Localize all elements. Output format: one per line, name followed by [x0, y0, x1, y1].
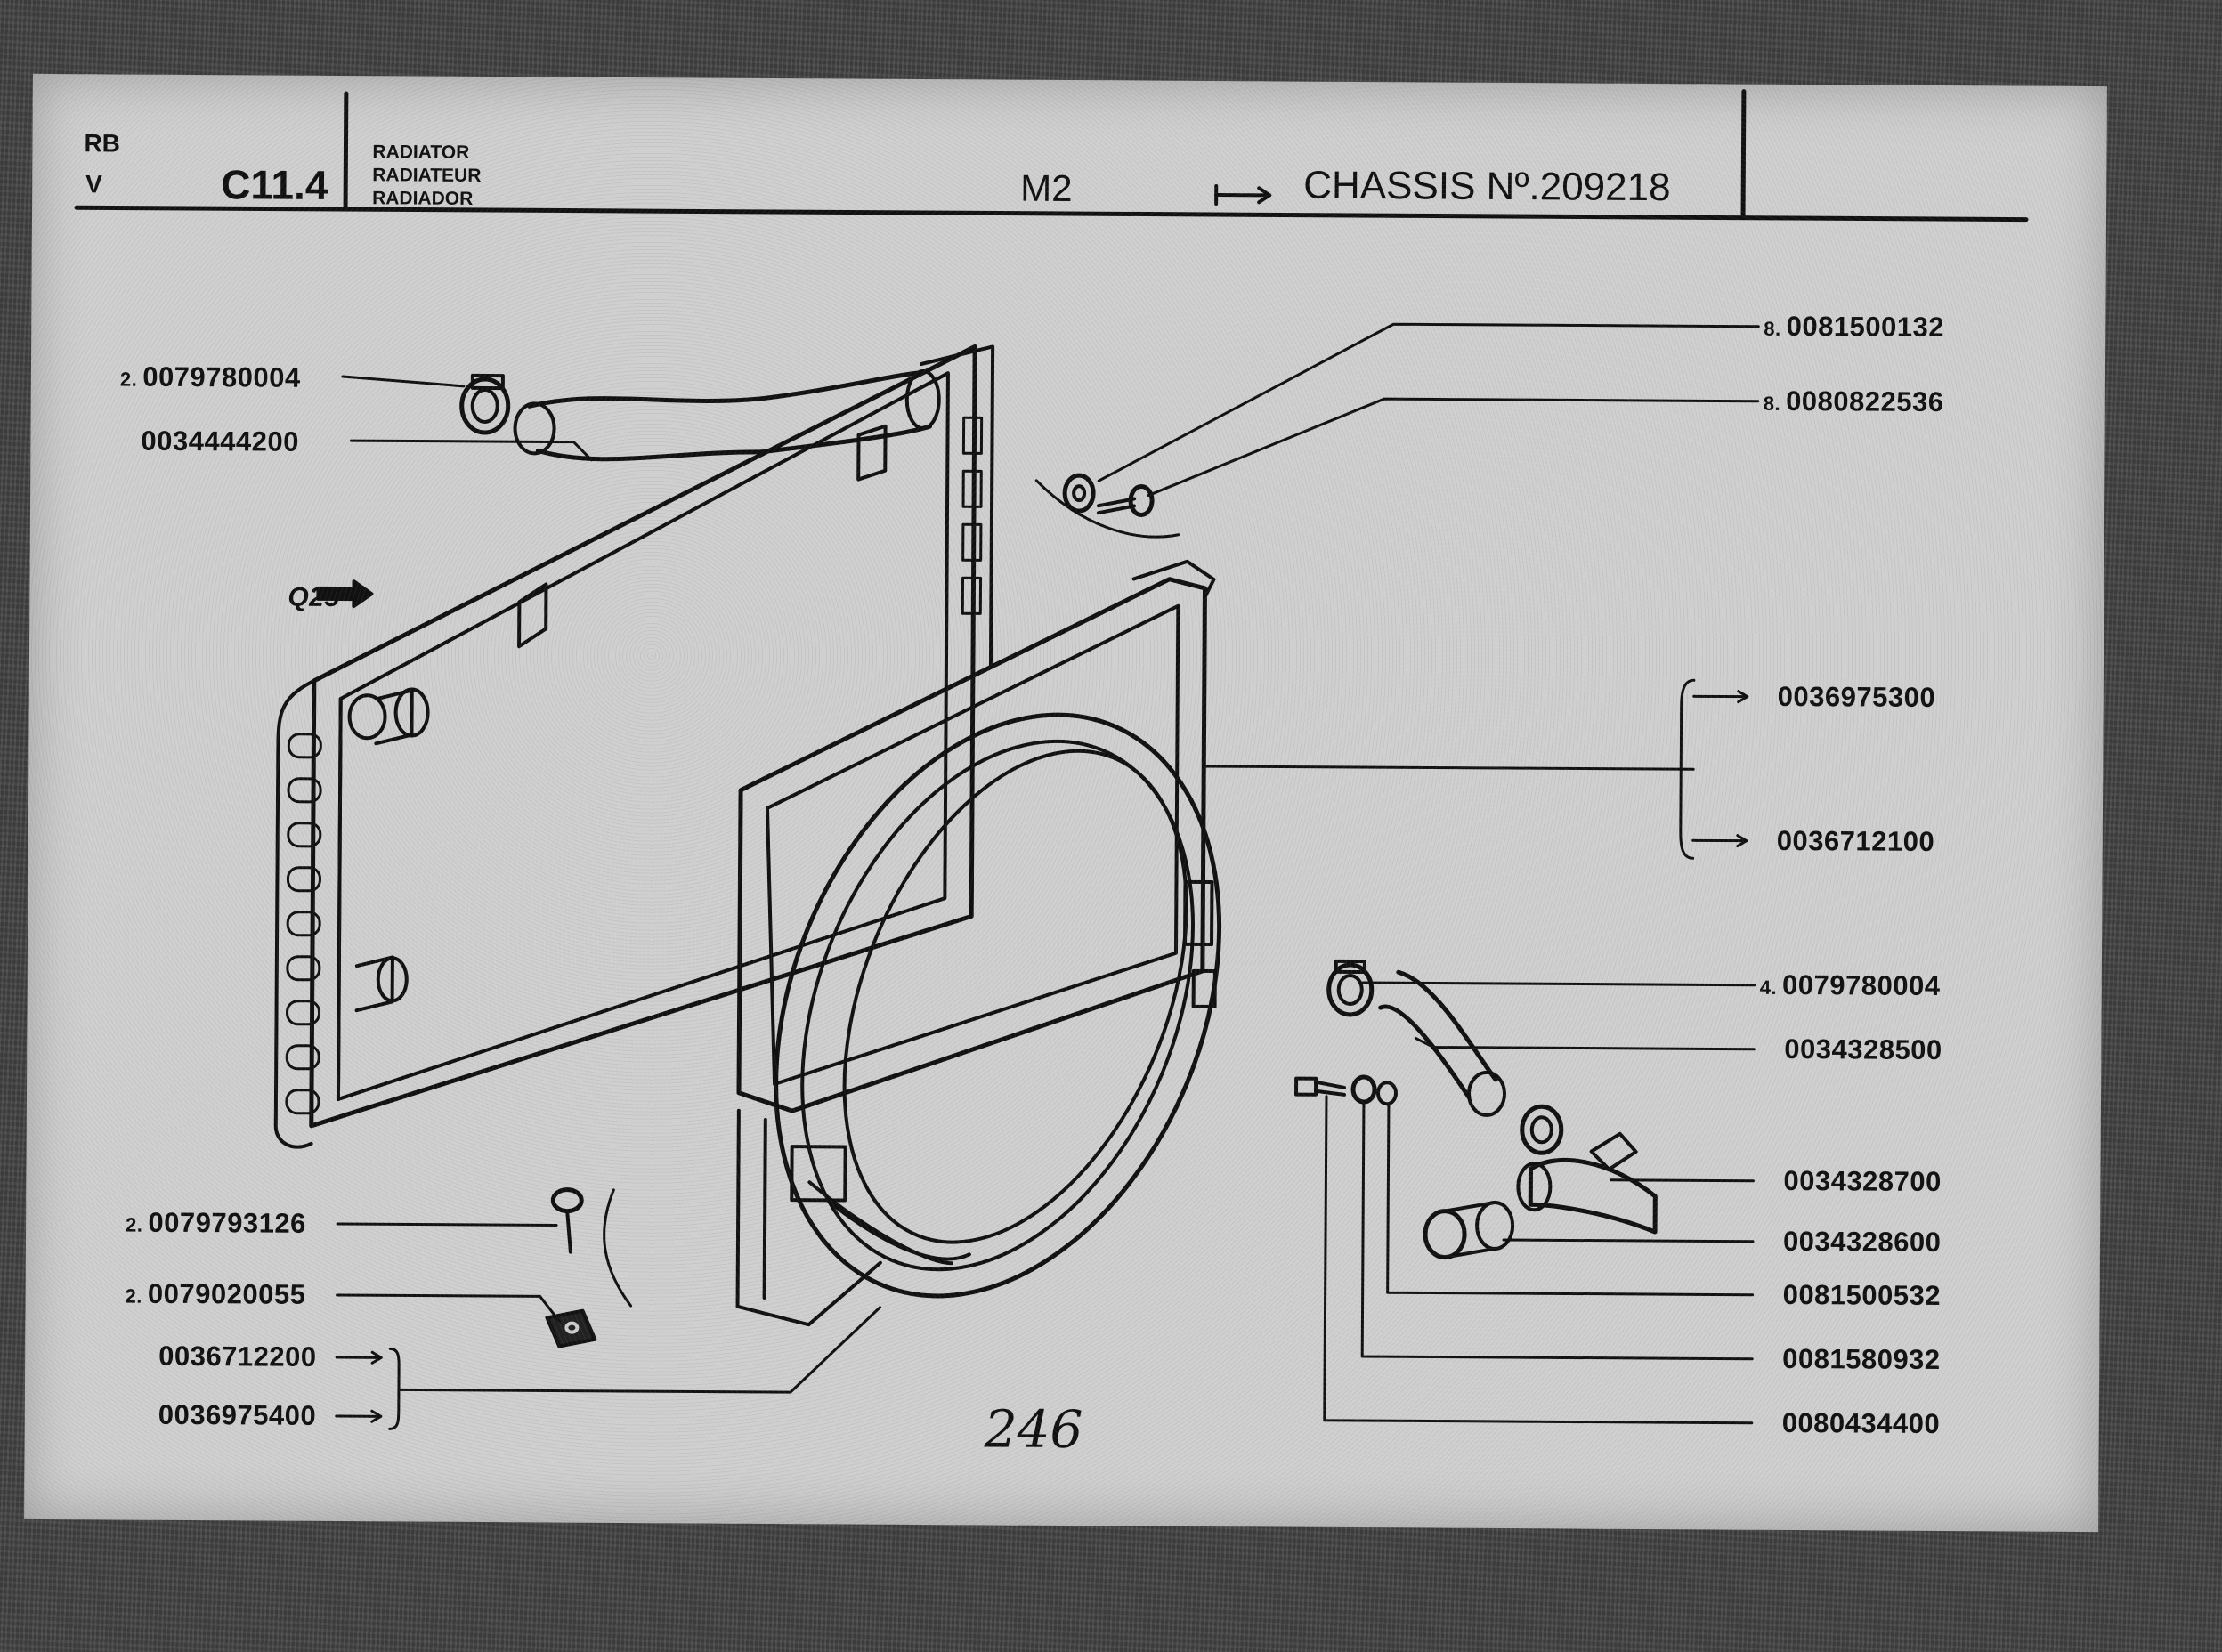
exploded-view-drawing	[74, 89, 2029, 1430]
part-number: 0079780004	[1782, 968, 1941, 1002]
part-label-fan-ring-b: 0036975400	[153, 1399, 317, 1432]
part-qty: 8.	[1764, 317, 1781, 340]
part-number: 0034328700	[1783, 1164, 1942, 1198]
part-number: 0079780004	[142, 360, 301, 393]
thermostat-housing-icon	[1516, 1131, 1658, 1235]
part-qty: 8.	[1763, 392, 1781, 415]
parts-catalog-sheet: RB V C11.4 RADIATOR RADIATEUR RADIADOR M…	[24, 73, 2107, 1533]
part-label-upper-hose: 0034444200	[135, 425, 299, 458]
part-label-lower-hose: 0034328500	[1779, 1033, 1942, 1066]
part-label-washer: 8.0081500132	[1764, 311, 1944, 344]
part-label-bolt: 0080434400	[1777, 1407, 1941, 1440]
shroud-edge-curve	[1034, 479, 1180, 539]
part-qty: 2.	[125, 1284, 143, 1308]
part-number: 0079793126	[148, 1206, 306, 1239]
chassis-arrow-icon	[1214, 184, 1272, 206]
lower-clamp-icon	[1326, 959, 1375, 1017]
shroud-lower-curve	[603, 1188, 633, 1308]
upper-hose-icon	[513, 369, 941, 462]
part-qty: 4.	[1759, 976, 1778, 999]
header-divider-right	[1740, 89, 1747, 221]
flat-washer-icon	[1376, 1081, 1399, 1106]
part-number: 0034328500	[1784, 1032, 1942, 1066]
part-label-lower-clamp: 4.0079780004	[1760, 969, 1941, 1002]
part-qty: 2.	[126, 1213, 143, 1236]
part-label-spring-washer: 0081580932	[1777, 1343, 1941, 1376]
part-label-upper-clamp: 2.0079780004	[120, 361, 301, 394]
hose-sleeve-icon	[1423, 1200, 1515, 1260]
part-number: 0034328600	[1782, 1225, 1942, 1259]
lower-screw-icon	[550, 1187, 584, 1254]
part-number: 0036975300	[1777, 680, 1936, 713]
part-label-screw: 8.0080822536	[1764, 385, 1944, 418]
part-label-hose-sleeve: 0034328600	[1778, 1226, 1942, 1259]
reference-arrow-icon	[316, 579, 374, 609]
part-label-lower-screw: 2.0079793126	[126, 1207, 306, 1240]
part-number: 0036975400	[158, 1398, 317, 1431]
spring-washer-icon	[1350, 1074, 1377, 1105]
upper-clamp-icon	[459, 373, 511, 435]
part-number: 0080822536	[1786, 385, 1944, 418]
part-number: 0034444200	[141, 425, 299, 458]
part-number: 0081500132	[1786, 310, 1945, 344]
part-label-thermostat-housing: 0034328700	[1778, 1165, 1942, 1198]
part-number: 0081580932	[1782, 1342, 1941, 1376]
washer-icon	[1062, 473, 1096, 514]
header-rule	[74, 205, 2029, 223]
part-number: 0081500532	[1782, 1278, 1942, 1312]
part-number: 0080434400	[1781, 1406, 1941, 1440]
part-number: 0036712100	[1776, 824, 1935, 857]
part-label-fan-ring-a: 0036712200	[153, 1340, 317, 1373]
screw-icon	[1096, 484, 1155, 518]
part-label-shroud-a: 0036975300	[1772, 681, 1936, 714]
part-label-shroud-b: 0036712100	[1772, 825, 1935, 858]
lower-hose-icon	[1378, 969, 1507, 1117]
part-label-clip-nut: 2.0079020055	[126, 1278, 306, 1311]
part-number: 0036712200	[158, 1340, 317, 1373]
bolt-icon	[1294, 1076, 1347, 1097]
radiator-icon	[273, 344, 995, 1149]
header-divider-left	[343, 91, 349, 212]
fan-ring-icon	[774, 712, 1222, 1299]
hose-clamp-small-icon	[1520, 1104, 1564, 1155]
part-number: 0079020055	[147, 1277, 306, 1310]
part-label-flat-washer: 0081500532	[1778, 1279, 1942, 1312]
part-qty: 2.	[119, 368, 138, 391]
leader-lines	[335, 322, 1760, 1430]
